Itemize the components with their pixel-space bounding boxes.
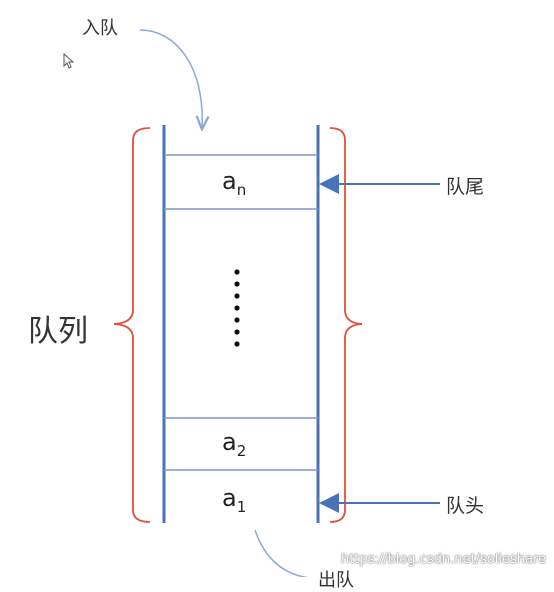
cell-a1: a1: [222, 484, 246, 516]
cell-a2-sub: 2: [236, 441, 247, 460]
enqueue-arrow: [139, 29, 202, 128]
ellipsis-dots: [234, 269, 240, 347]
queue-diagram: [113, 29, 440, 577]
dequeue-label: 出队: [318, 570, 354, 591]
queue-brace-left: [113, 127, 151, 523]
queue-brace-right: [329, 127, 363, 523]
cell-an-sub: n: [236, 180, 247, 199]
tail-label: 队尾: [446, 176, 485, 198]
cell-a1-sub: 1: [236, 497, 247, 516]
enqueue-label: 入队: [82, 18, 118, 39]
mouse-pointer-icon: [63, 53, 75, 69]
cell-an: an: [222, 167, 246, 199]
queue-label: 队列: [28, 314, 88, 349]
cell-a1-base: a: [222, 484, 237, 512]
cell-a2-base: a: [222, 428, 237, 456]
cell-a2: a2: [222, 428, 246, 460]
cell-an-base: a: [222, 167, 237, 195]
dequeue-arrow: [254, 529, 309, 577]
head-label: 队头: [446, 495, 485, 517]
watermark: https://blog.csdn.net/solleshare: [340, 552, 546, 567]
